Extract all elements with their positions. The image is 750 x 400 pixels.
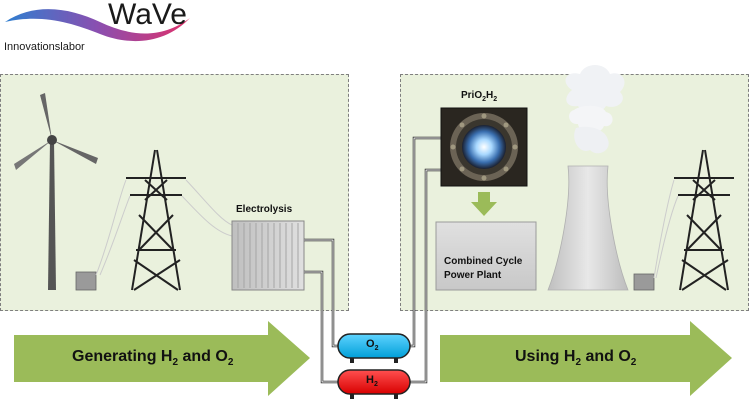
using-label: Using H2 and O2 [515,348,637,369]
pylon-left-icon [126,149,186,291]
combustor-label: PriO2H2 [461,90,498,103]
using-arrow [440,321,732,396]
plant-label-line2: Power Plant [444,270,502,281]
logo-name: WaVe [108,0,187,31]
o2-tank-label: O2 [366,338,379,353]
plant-label-line1: Combined Cycle [444,256,523,267]
cooling-tower-icon [547,65,655,291]
o2-tank [337,333,411,363]
generating-label: Generating H2 and O2 [72,348,234,369]
plant-label: Combined Cycle Power Plant [444,255,522,283]
power-plant-box [435,221,537,291]
h2-tank [337,369,411,399]
down-arrow-icon [471,192,497,216]
h2-tank-label: H2 [366,374,378,389]
wind-turbine-icon [14,93,98,291]
electrolysis-unit [231,220,305,291]
electrolysis-label: Electrolysis [236,204,293,215]
generating-arrow [14,321,310,396]
logo-subtitle: Innovationslabor [4,41,85,53]
pylon-right-icon [674,149,734,291]
combustor-photo [440,107,528,187]
